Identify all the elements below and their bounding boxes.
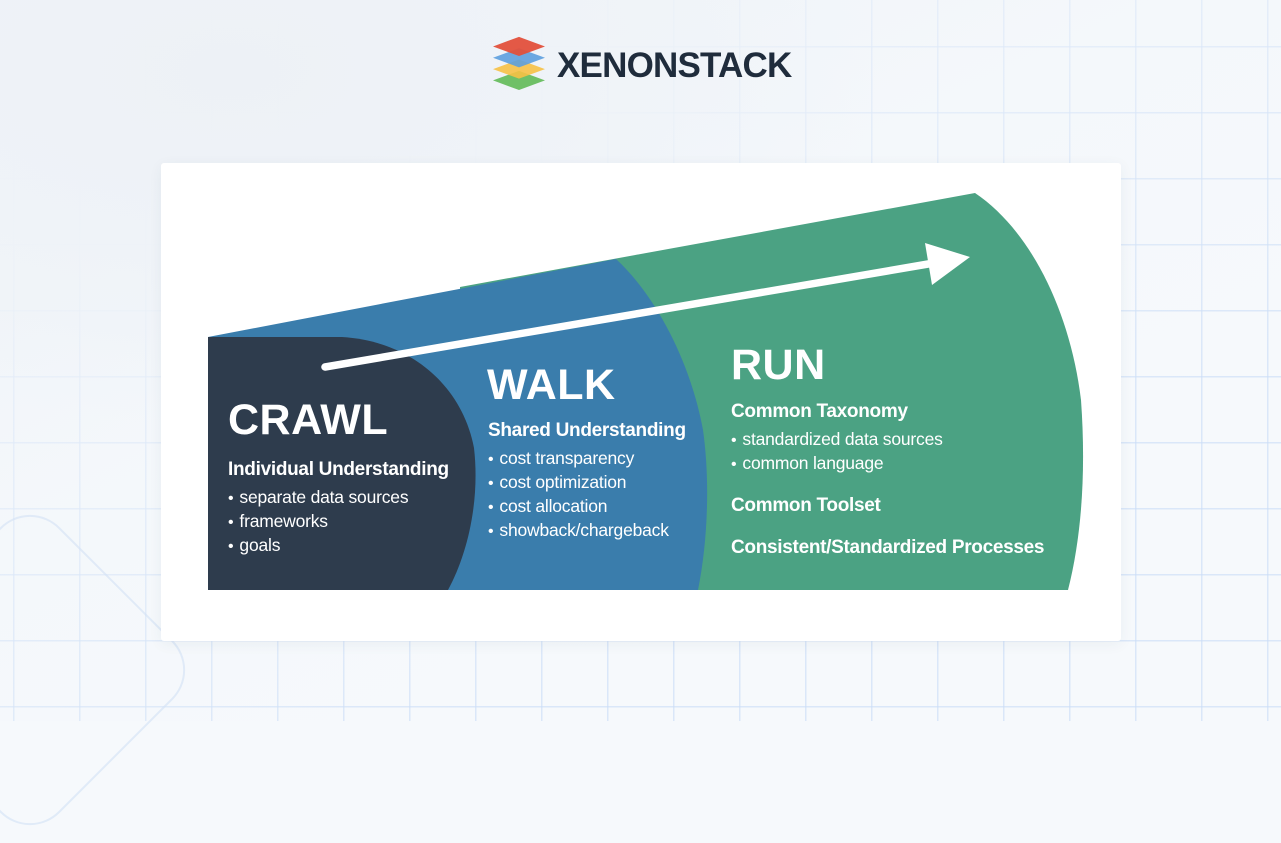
logo-layer-yellow — [493, 59, 545, 79]
phase-body-run: Common Taxonomy • standardized data source… — [731, 400, 1045, 564]
bullet-text: cost transparency — [499, 448, 635, 468]
bullet-item: • separate data sources — [228, 486, 449, 510]
bullet-item: • cost allocation — [488, 495, 686, 519]
bullet-item: • frameworks — [228, 510, 449, 534]
phase-title-crawl: CRAWL — [228, 396, 389, 444]
bullet-dot: • — [228, 514, 234, 531]
bullet-dot: • — [228, 490, 234, 507]
phase-section-title: Common Toolset — [731, 495, 881, 516]
bullet-item: • standardized data sources — [731, 428, 1044, 452]
logo-layer-red — [493, 36, 545, 57]
bullet-text: cost optimization — [499, 472, 627, 492]
logo-layer-green — [493, 70, 545, 90]
bullet-text: showback/chargeback — [499, 520, 669, 540]
bullet-dot: • — [488, 475, 494, 492]
bullet-dot: • — [731, 432, 737, 449]
bullet-dot: • — [228, 538, 234, 555]
brand-name: XENONSTACK — [557, 46, 792, 85]
bullet-dot: • — [488, 523, 494, 540]
bullet-item: • cost optimization — [488, 471, 686, 495]
phase-section-title: Shared Understanding — [488, 420, 686, 441]
bullet-dot: • — [488, 499, 494, 516]
phase-title-walk: WALK — [487, 361, 616, 409]
bullet-text: frameworks — [239, 511, 328, 531]
bullet-dot: • — [731, 456, 737, 473]
bullet-text: cost allocation — [499, 496, 608, 516]
bullet-item: • cost transparency — [488, 447, 686, 471]
bullet-item: • showback/chargeback — [488, 519, 686, 543]
phase-body-walk: Shared Understanding • cost transparency • c… — [488, 419, 686, 543]
bullet-text: common language — [742, 453, 884, 473]
phase-section-title: Consistent/Standardized Processes — [731, 537, 1045, 558]
phase-body-crawl: Individual Understanding • separate data s… — [228, 458, 449, 558]
logo-layer-blue — [493, 48, 545, 68]
bullet-text: goals — [239, 535, 281, 555]
phase-title-run: RUN — [731, 341, 826, 389]
bullet-dot: • — [488, 451, 494, 468]
xenonstack-logo-icon — [493, 36, 545, 90]
phase-section-title: Individual Understanding — [228, 459, 449, 480]
bullet-item: • common language — [731, 452, 1044, 476]
bullet-item: • goals — [228, 534, 449, 558]
bullet-text: standardized data sources — [742, 429, 943, 449]
bullet-text: separate data sources — [239, 487, 409, 507]
phase-section-title: Common Taxonomy — [731, 401, 908, 422]
